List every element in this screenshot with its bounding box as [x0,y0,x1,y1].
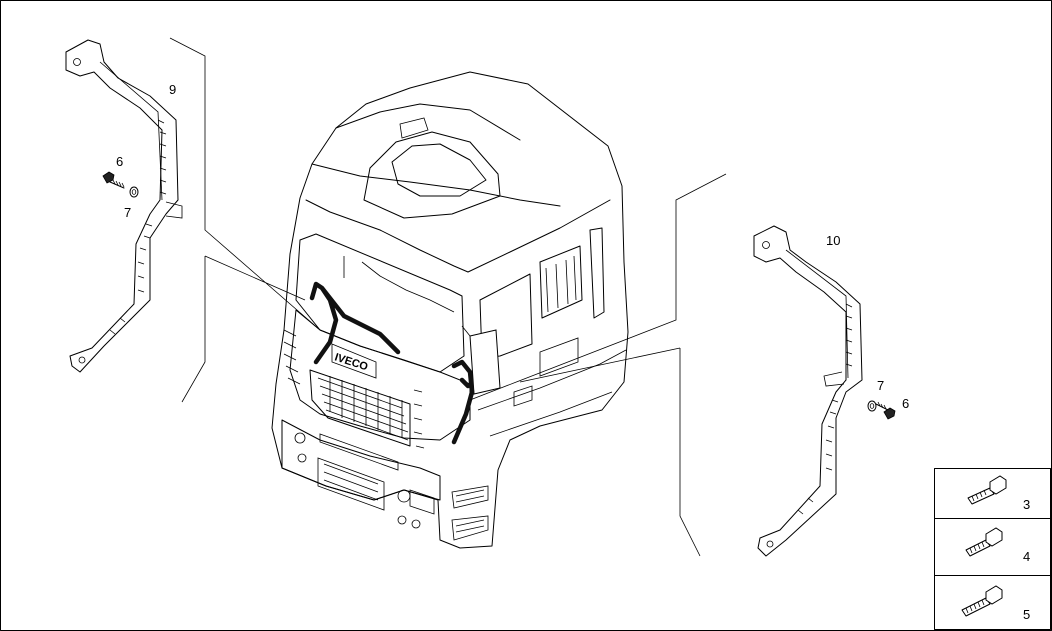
callout-7-right: 7 [877,378,884,393]
callout-7-left: 7 [124,205,131,220]
brand-text: IVECO [333,351,370,373]
bolt-5 [961,585,1003,617]
right-screw-6 [875,401,896,420]
wiring-harness-right [451,359,475,445]
leader-line-right [469,173,727,557]
callout-6-right: 6 [902,396,909,411]
callout-3: 3 [1023,497,1030,512]
bolt-4 [965,527,1003,557]
left-washer-7 [129,186,139,198]
left-screw-6 [102,171,125,189]
callout-5: 5 [1023,607,1030,622]
leader-line-left [169,37,321,403]
right-bracket-10 [753,225,863,557]
parts-legend-box [934,468,1051,630]
callout-9: 9 [169,82,176,97]
left-bracket-9 [65,39,183,373]
callout-6-left: 6 [116,154,123,169]
bolt-3 [967,475,1007,505]
right-washer-7 [867,400,877,412]
wiring-harness-left [309,281,401,365]
callout-4: 4 [1023,549,1030,564]
truck-cab: IVECO [271,71,629,549]
callout-10: 10 [826,233,840,248]
